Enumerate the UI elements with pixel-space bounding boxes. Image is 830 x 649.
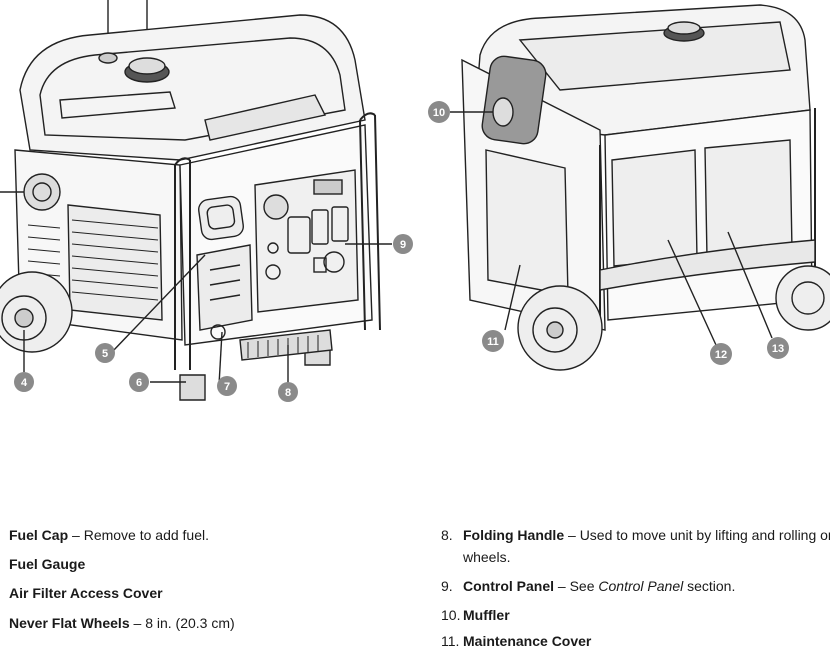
svg-text:12: 12 [715,349,727,361]
callout-6: 6 [129,372,149,392]
svg-text:13: 13 [772,343,784,355]
callout-13: 13 [767,337,789,359]
svg-text:11: 11 [487,336,499,348]
list-item-wheels: Never Flat Wheels – 8 in. (20.3 cm) [9,615,235,631]
callout-11: 11 [482,330,504,352]
generator-illustration: 4 5 6 7 8 9 10 11 12 13 [0,0,830,402]
svg-text:10: 10 [433,107,445,119]
svg-text:6: 6 [136,377,142,389]
svg-text:9: 9 [400,239,406,251]
svg-text:5: 5 [102,348,108,360]
generator-front-view [0,0,392,401]
callout-10: 10 [428,101,450,123]
list-item-air-filter-cover: Air Filter Access Cover [9,585,163,601]
list-item-fuel-gauge: Fuel Gauge [9,556,86,572]
svg-text:4: 4 [21,377,28,389]
callout-8: 8 [278,382,298,402]
generator-rear-view [450,4,830,371]
callout-9: 9 [393,234,413,254]
callout-4: 4 [14,372,34,392]
svg-text:7: 7 [224,381,230,393]
list-item-fuel-cap: Fuel Cap – Remove to add fuel. [9,527,209,543]
callout-7: 7 [217,376,237,396]
callout-5: 5 [95,343,115,363]
svg-text:8: 8 [285,387,291,399]
callout-12: 12 [710,343,732,365]
